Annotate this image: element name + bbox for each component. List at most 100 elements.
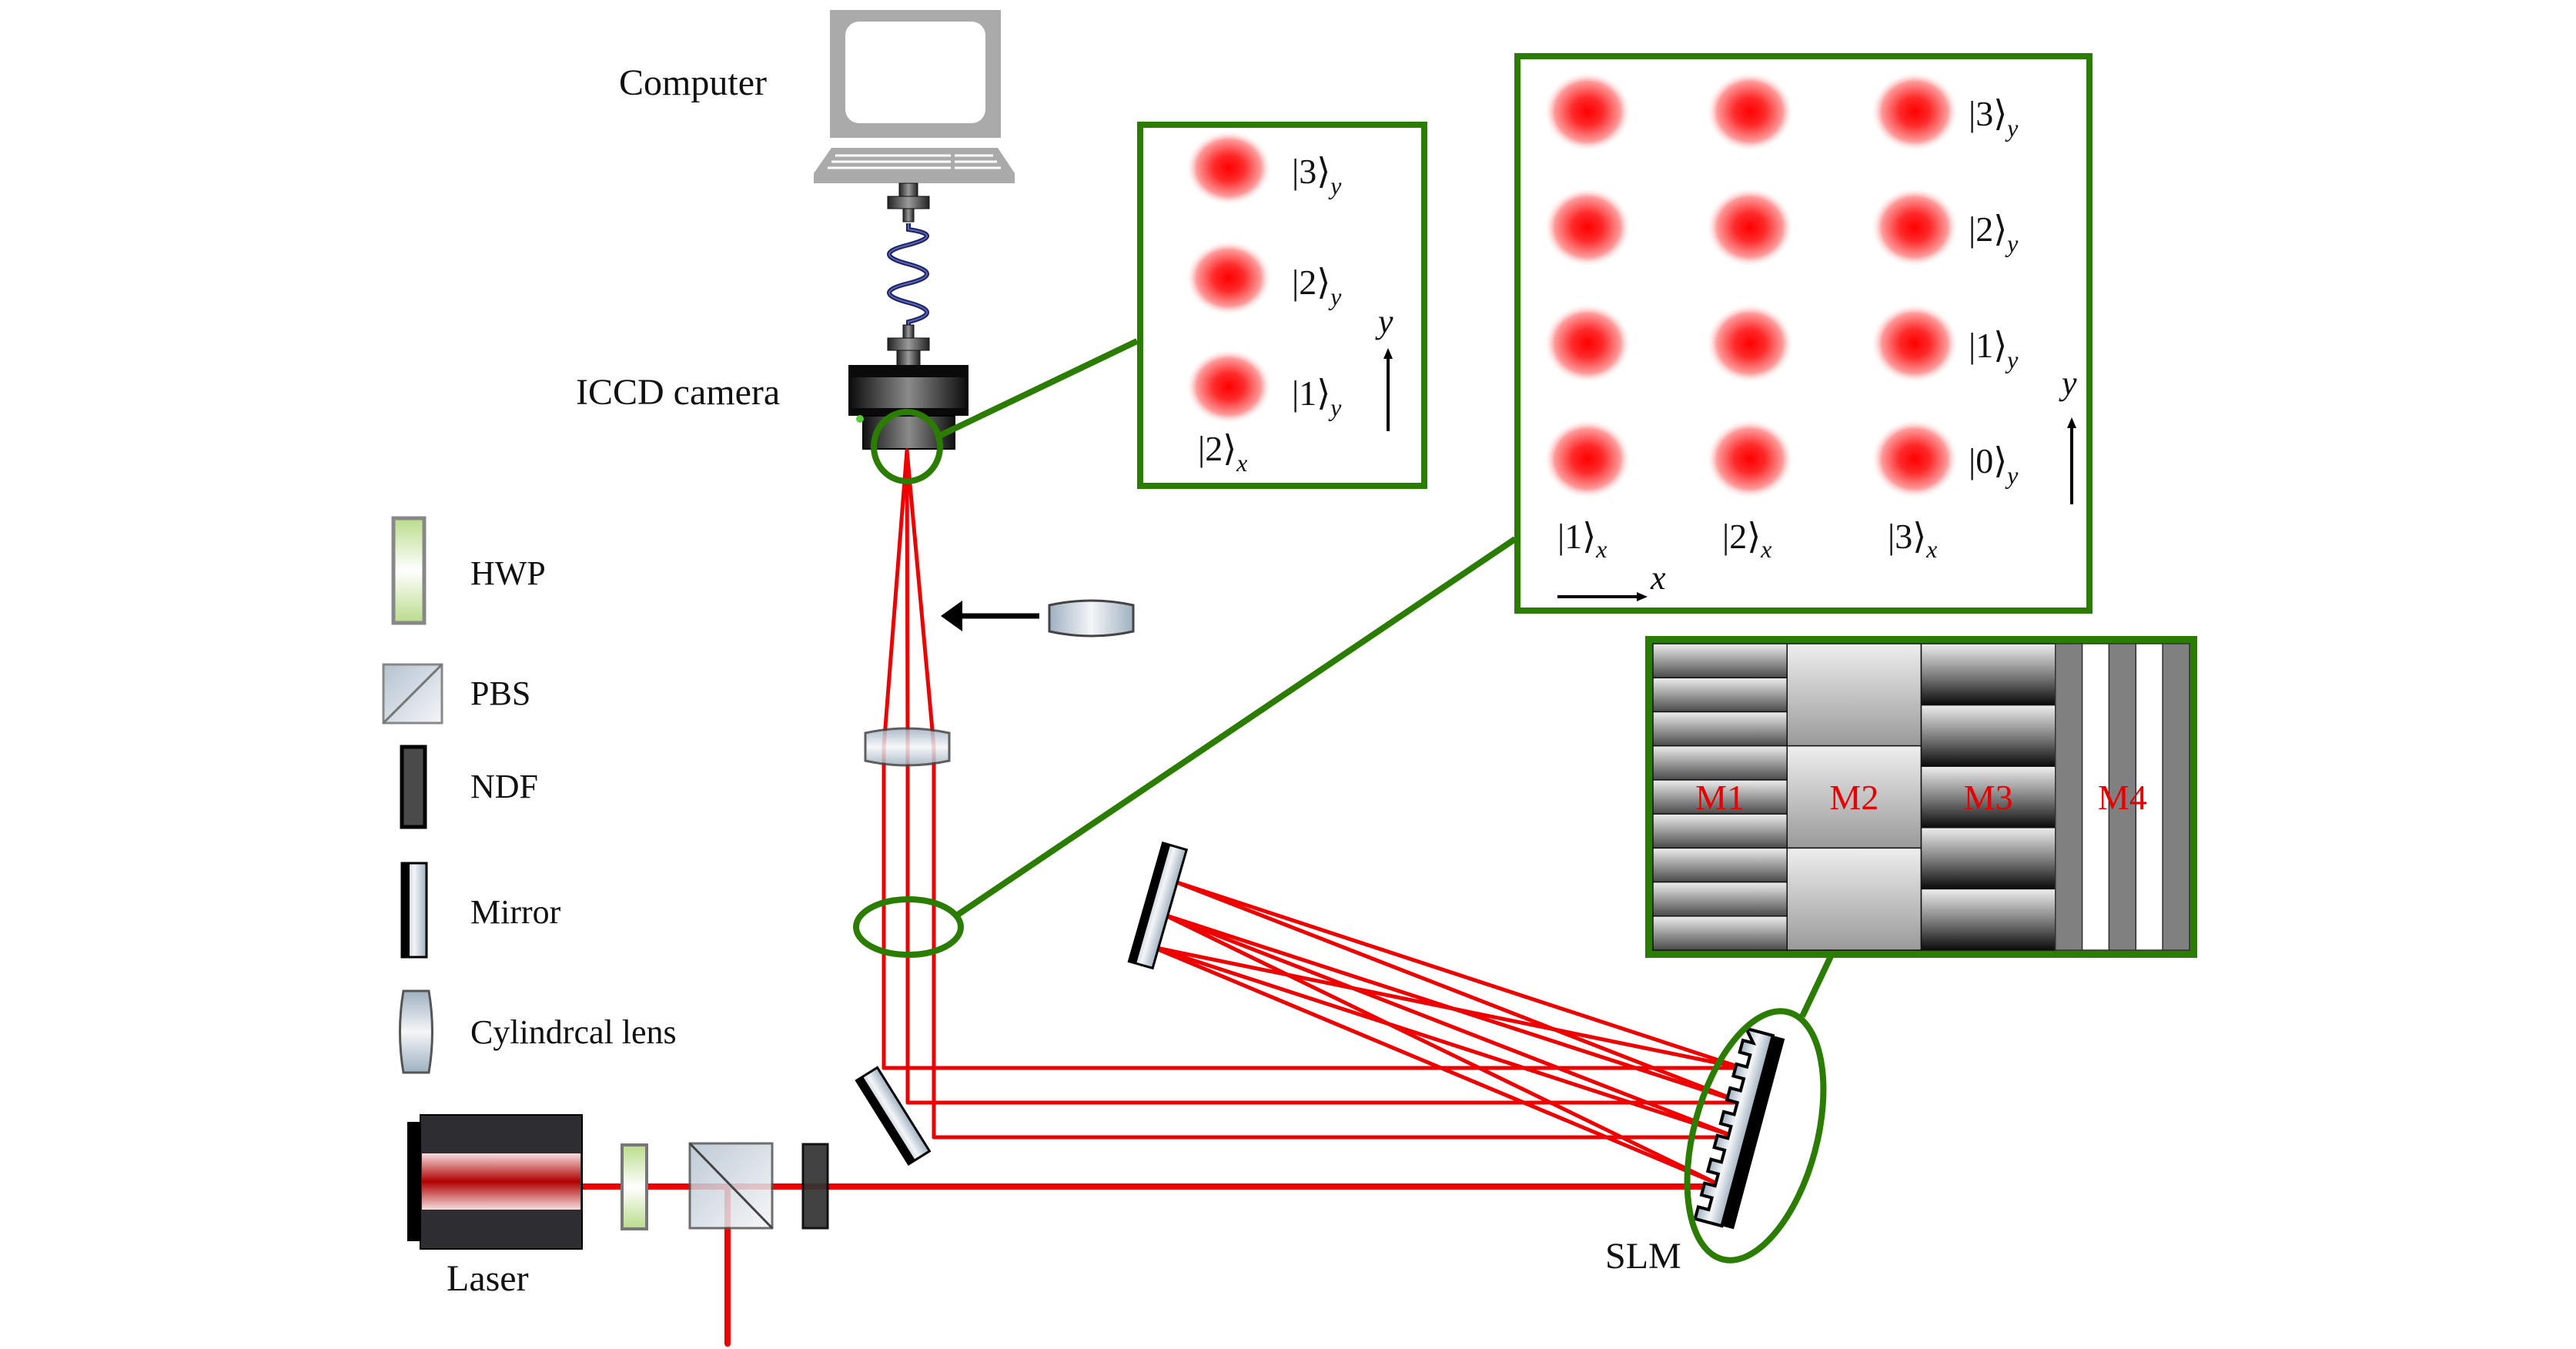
legend-item-hwp: HWP bbox=[391, 516, 546, 625]
beams-focusing bbox=[882, 448, 936, 749]
row-ket-label: |1⟩y bbox=[1969, 326, 2019, 373]
camera-focus-circle bbox=[871, 409, 943, 484]
half-wave-plate bbox=[621, 1143, 648, 1230]
computer: Computer bbox=[619, 10, 1015, 183]
mask-label: M3 bbox=[1964, 778, 2013, 817]
grid-spot bbox=[1544, 187, 1631, 267]
mask-segment bbox=[1786, 643, 1922, 747]
col-ket-label: |2⟩x bbox=[1722, 517, 1771, 563]
mask-label: M4 bbox=[2098, 778, 2147, 817]
mask-stripe bbox=[2162, 643, 2190, 951]
keyboard bbox=[814, 148, 1015, 183]
row-ket-label: |3⟩y bbox=[1969, 94, 2019, 142]
legend-item-ndf: NDF bbox=[400, 745, 538, 829]
mask-segment bbox=[1652, 643, 1788, 678]
col-ket-label: |3⟩x bbox=[1888, 517, 1937, 563]
camera-inset-connector bbox=[936, 338, 1139, 440]
laser: Laser bbox=[407, 1114, 583, 1299]
mask-stripe bbox=[2055, 643, 2083, 951]
legend: HWP PBS NDF Mirror Cylindrcal lens bbox=[382, 516, 677, 1074]
mask-stripe bbox=[2135, 643, 2163, 951]
grid-spot bbox=[1871, 303, 1959, 383]
ket-label: |1⟩y bbox=[1292, 373, 1342, 421]
keyboard-keys bbox=[828, 154, 1001, 169]
mask-segment bbox=[1786, 847, 1922, 951]
neutral-density-filter bbox=[801, 1143, 829, 1230]
ket-label: |3⟩y bbox=[1292, 152, 1342, 199]
mask-segment bbox=[1652, 813, 1788, 849]
mask-stripe bbox=[2108, 643, 2137, 951]
camera-cable bbox=[887, 182, 930, 367]
grid-spot bbox=[1706, 419, 1794, 499]
legend-label: Cylindrcal lens bbox=[470, 1013, 677, 1051]
grid-spot bbox=[1871, 419, 1959, 499]
row-ket-label: |2⟩y bbox=[1969, 209, 2019, 257]
laser-label: Laser bbox=[447, 1258, 529, 1299]
coiled-cable bbox=[887, 223, 929, 326]
grid-spot bbox=[1544, 303, 1631, 383]
mask-segment bbox=[1920, 704, 2056, 767]
beams-horizontal bbox=[882, 1066, 1745, 1140]
cylindrical-lens-removable bbox=[1048, 599, 1135, 638]
mask-segment bbox=[1652, 847, 1788, 883]
grid-spot bbox=[1706, 303, 1794, 383]
grid-spot bbox=[1871, 187, 1959, 267]
beams-vertical bbox=[882, 745, 936, 1140]
neutral-density-filter-icon bbox=[400, 745, 427, 829]
legend-item-lens: Cylindrcal lens bbox=[399, 989, 677, 1074]
y-axis-label: y bbox=[2059, 364, 2077, 402]
y-axis-label: y bbox=[1375, 303, 1393, 340]
legend-label: HWP bbox=[470, 554, 546, 592]
grid-inset-connector bbox=[955, 536, 1517, 918]
grid-spot bbox=[1544, 72, 1631, 152]
grid-spot bbox=[1871, 72, 1959, 152]
zoom-callouts bbox=[853, 338, 1835, 1264]
legend-item-mirror: Mirror bbox=[400, 862, 561, 959]
x-axis-label: x bbox=[1650, 559, 1666, 597]
slm-circle bbox=[1684, 1008, 1827, 1264]
legend-label: PBS bbox=[470, 674, 530, 712]
mask-m4: M4 bbox=[2055, 643, 2190, 951]
beam-array-circle bbox=[853, 896, 964, 958]
legend-item-pbs: PBS bbox=[382, 663, 530, 725]
polarizing-beam-splitter bbox=[688, 1142, 774, 1230]
spot bbox=[1186, 240, 1272, 316]
mirror-lower bbox=[855, 1066, 932, 1167]
mask-m3: M3 bbox=[1920, 643, 2056, 951]
grid-spot bbox=[1544, 419, 1631, 499]
iccd-camera: ICCD camera bbox=[576, 365, 969, 450]
mask-segment bbox=[1920, 888, 2056, 951]
cylindrical-lens-icon bbox=[399, 989, 433, 1074]
legend-label: NDF bbox=[470, 768, 538, 805]
grid-spot bbox=[1706, 187, 1794, 267]
ket-label: |2⟩x bbox=[1198, 429, 1247, 477]
slm-device bbox=[1693, 1026, 1785, 1230]
spot bbox=[1186, 349, 1272, 424]
slm-inset-connector bbox=[1799, 953, 1835, 1018]
mirror-upper bbox=[1127, 841, 1189, 970]
slm-mask-inset: M1 M2 M3 M4 bbox=[1645, 636, 2197, 958]
cylindrical-lens-in-path bbox=[864, 727, 951, 767]
mask-m2: M2 bbox=[1786, 643, 1922, 951]
mask-stripe bbox=[2081, 643, 2110, 951]
mask-segment bbox=[1652, 916, 1788, 951]
grid-inset: |3⟩y |2⟩y |1⟩y |0⟩y |1⟩x |2⟩x |3⟩x x y bbox=[1514, 53, 2093, 614]
half-wave-plate-icon bbox=[391, 516, 427, 625]
row-ket-label: |0⟩y bbox=[1969, 441, 2019, 489]
mask-segment bbox=[1920, 643, 2056, 706]
mask-m1: M1 bbox=[1652, 643, 1788, 951]
mask-label: M1 bbox=[1695, 778, 1745, 817]
mask-label: M2 bbox=[1829, 778, 1878, 817]
legend-label: Mirror bbox=[470, 893, 561, 931]
mask-segment bbox=[1652, 677, 1788, 713]
col-ket-label: |1⟩x bbox=[1557, 517, 1607, 563]
mask-segment bbox=[1920, 827, 2056, 890]
computer-label: Computer bbox=[619, 62, 767, 103]
camera-label: ICCD camera bbox=[576, 372, 780, 413]
ket-label: |2⟩y bbox=[1292, 263, 1342, 310]
laser-beams bbox=[579, 448, 1745, 1347]
insert-arrow-icon bbox=[941, 601, 1039, 631]
camera-inset: |3⟩y |2⟩y |1⟩y |2⟩x y bbox=[1137, 122, 1427, 489]
spot bbox=[1186, 130, 1272, 206]
